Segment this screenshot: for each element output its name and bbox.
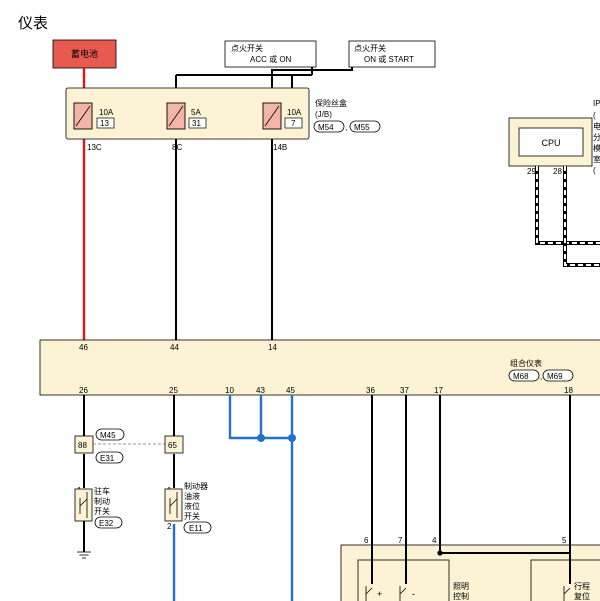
lower-pin-6: 6 [364,536,369,545]
connector-65: 65 [164,435,184,454]
cluster-connector-m69: M69 [547,372,563,381]
cpu-side-0: IP [593,99,600,108]
brake-fluid-label-4: 开关 [184,511,200,521]
cpu-side-3: 分 [593,133,600,142]
connector-88-pin: 88 [78,441,87,450]
battery-label: 蓄电池 [71,48,98,59]
brake-fluid-label-3: 液位 [184,501,200,511]
ignition-start-wire [271,67,353,90]
combination-meter: 46 44 14 组合仪表 M68 , M69 26 25 10 43 45 3… [39,339,600,396]
cluster-pin-10: 10 [225,386,234,395]
cluster-pin-44: 44 [170,343,179,352]
cpu-side-2: 电 [593,121,600,131]
fuse-13-terminal: 13C [87,143,102,152]
lower-pin-5: 5 [562,536,567,545]
trip-label-1: 行程 [574,581,590,591]
brake-fluid-level-switch: 1 2 制动器 油液 液位 开关 E11 [164,481,212,534]
cluster-pin-25: 25 [169,386,178,395]
lighting-label-2: 控制 [453,591,469,601]
connector-ref-e31: E31 [100,454,115,463]
cluster-pin-46: 46 [79,343,88,352]
ignition-acc-line2: ACC 或 ON [250,54,292,64]
ignition-acc-line1: 点火开关 [231,43,263,53]
fuse-box-connectors: M54 , M55 [313,120,381,133]
ignition-switch-start: 点火开关 ON 或 START [348,40,436,68]
cpu-pin-29: 29 [527,167,536,176]
fuse-31-rating: 5A [191,108,201,117]
cpu-side-6: ( [593,166,596,175]
ignition-switch-acc: 点火开关 ACC 或 ON [224,40,317,68]
parking-switch-ref: E32 [99,519,114,528]
page-title: 仪表 [18,15,48,32]
ignition-start-line2: ON 或 START [364,54,414,64]
fuse-box: 10A 13 5A 31 10A 7 13C 8C 14B [65,87,310,152]
cpu-side-5: 室 [593,154,600,164]
cluster-pin-37: 37 [400,386,409,395]
battery-box: 蓄电池 [52,39,117,69]
parking-switch-label-2: 制动 [94,496,110,506]
cpu-module: CPU 29 28 [508,117,593,176]
lower-pin-4: 4 [432,536,437,545]
lighting-label-1: 照明 [453,582,469,591]
fuse-7-rating: 10A [287,108,302,117]
fuse-7: 10A 7 [262,102,303,130]
fuse-box-label: 保险丝盒 [315,98,347,108]
cluster-pin-45: 45 [286,386,295,395]
cpu-side-4: 模 [593,143,600,153]
minus-symbol: - [412,589,415,599]
cluster-pin-43: 43 [256,386,265,395]
trip-reset-switch [563,586,571,601]
cpu-side-label: IP ( 电 分 模 室 ( [593,99,600,175]
cluster-pin-26: 26 [79,386,88,395]
fuse-13: 10A 13 [73,102,115,130]
fuse-13-rating: 10A [99,108,114,117]
fuse-31: 5A 31 [166,102,207,130]
lower-pin-7: 7 [398,536,403,545]
brake-fluid-ref: E11 [189,524,203,533]
fuse-31-terminal: 8C [172,143,182,152]
fuse-7-number: 7 [291,119,296,128]
trip-label-2: 复位 [574,591,590,601]
cluster-pin-17: 17 [434,386,443,395]
cluster-pin-18: 18 [564,386,573,395]
fuse-7-terminal: 14B [273,143,287,152]
cluster-connector-m68: M68 [513,372,529,381]
brake-fluid-label-1: 制动器 [184,481,208,491]
cluster-pin-36: 36 [366,386,375,395]
ground-icon [77,521,91,559]
ignition-start-line1: 点火开关 [354,43,386,53]
splice-43 [257,434,265,442]
fuse-box-separator: , [345,123,347,132]
connector-88: 88 [74,435,94,454]
cpu-side-1: ( [593,111,596,120]
fuse-box-connector-m54: M54 [318,123,334,132]
parking-switch-label-3: 开关 [94,506,110,516]
parking-switch-label-1: 驻车 [94,486,110,496]
cluster-separator: , [540,372,542,381]
cpu-pin-28: 28 [553,167,562,176]
fuse-box-jb: (J/B) [315,110,332,119]
wire-10-blue [228,395,292,440]
brake-fluid-label-2: 油液 [184,491,200,501]
lighting-control-minus-switch: - [399,586,415,601]
lighting-control-plus-switch: + [365,586,382,601]
cluster-label: 组合仪表 [510,358,542,368]
fuse-13-number: 13 [100,119,109,128]
lower-control-module: 6 7 4 5 + - 照明 控制 行程 复位 [340,536,600,601]
cpu-can-bus [535,166,600,267]
fuse-box-connector-m55: M55 [354,123,370,132]
cluster-pin-14: 14 [268,343,277,352]
fuse-31-number: 31 [192,119,201,128]
brake-fluid-pin-bottom: 2 [167,522,172,531]
connector-ref-m45: M45 [100,431,116,440]
parking-brake-switch: 1 驻车 制动 开关 E32 [74,486,123,529]
plus-symbol: + [377,589,382,599]
splice-45 [288,434,296,442]
cpu-label: CPU [541,138,560,148]
connector-65-pin: 65 [168,441,177,450]
connector-refs-left: M45 E31 [95,428,125,464]
